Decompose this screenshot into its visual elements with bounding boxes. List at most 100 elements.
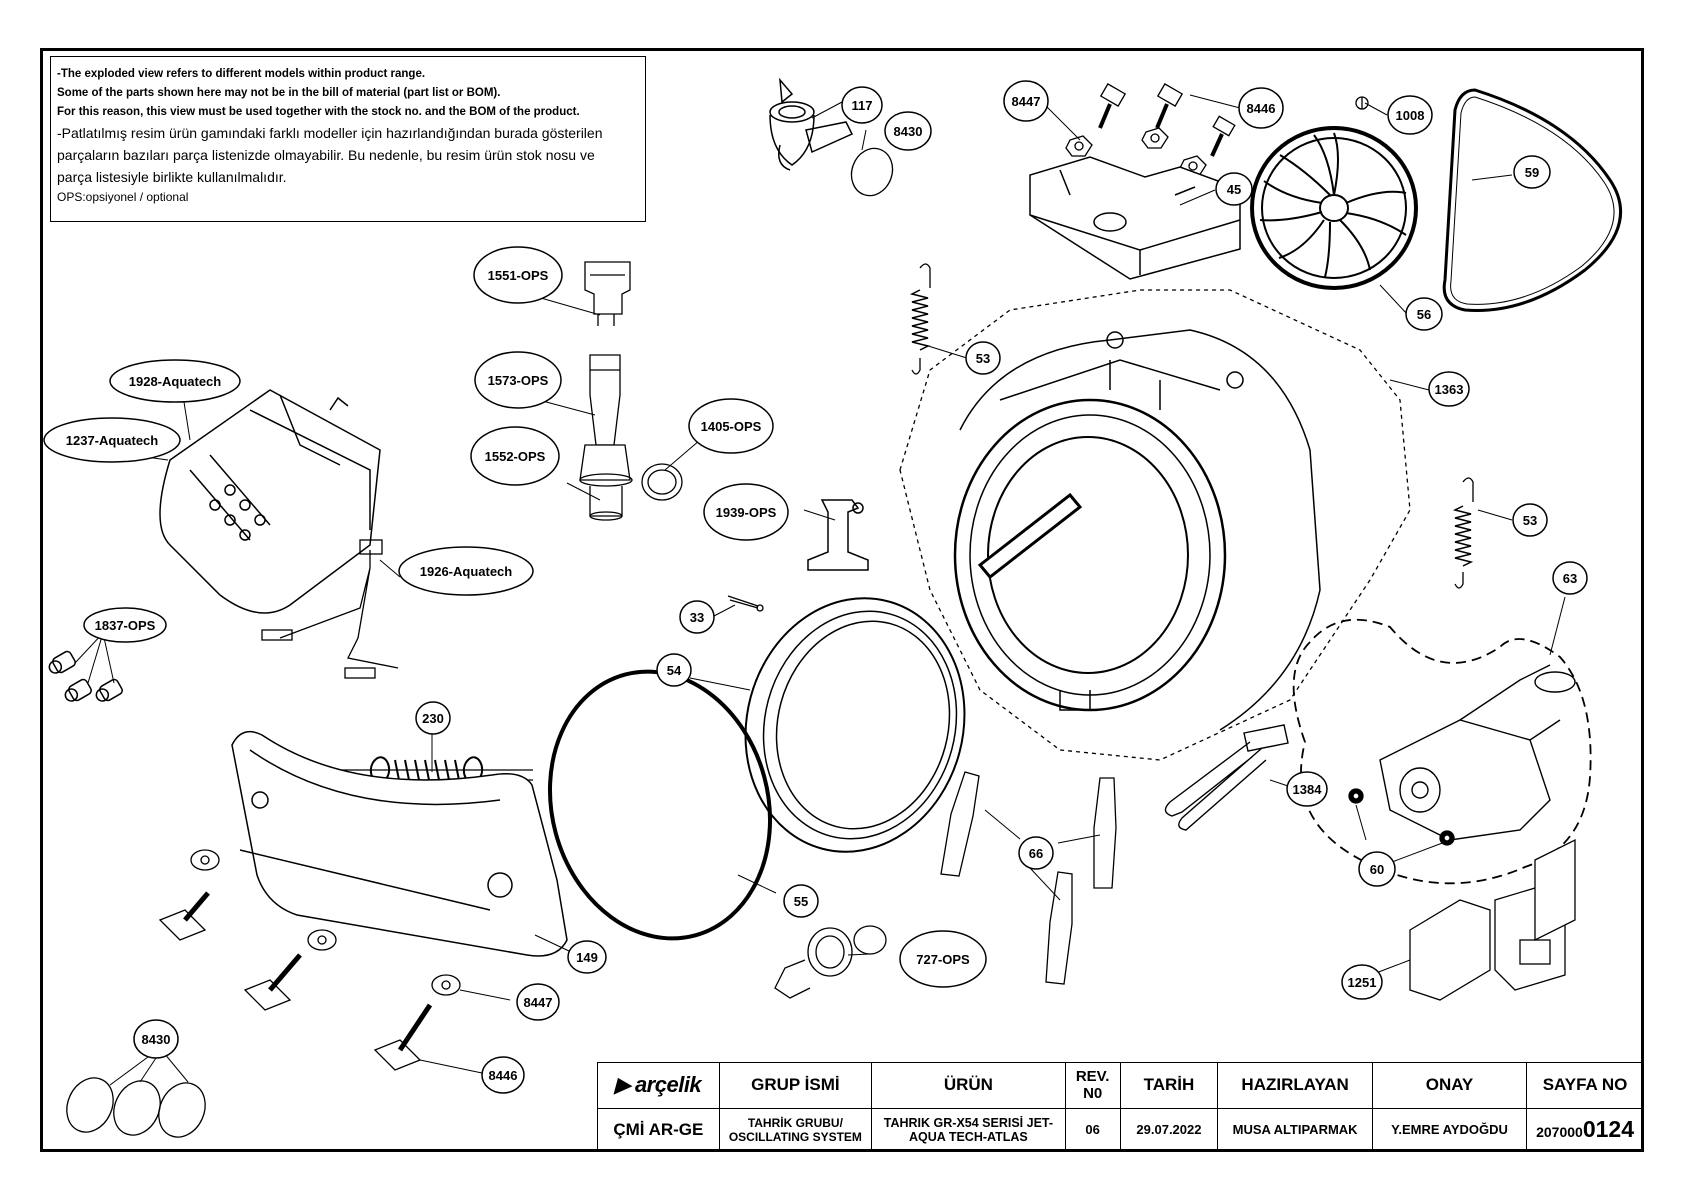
callout-1251: 1251 xyxy=(1341,964,1383,1000)
part-53-spring-a xyxy=(909,263,931,375)
callout-1363: 1363 xyxy=(1428,371,1470,407)
part-1928-aquatech-module xyxy=(159,389,381,614)
svg-text:1552-OPS: 1552-OPS xyxy=(485,449,546,464)
rev-label: REV. N0 xyxy=(1064,1062,1121,1109)
notice-line-3: For this reason, this view must be used … xyxy=(57,106,580,118)
svg-text:230: 230 xyxy=(422,711,444,726)
part-8447-nuts-bottom xyxy=(190,849,461,996)
part-1837-caps xyxy=(48,650,123,702)
urun-label: ÜRÜN xyxy=(871,1062,1066,1109)
svg-text:53: 53 xyxy=(976,351,990,366)
title-block: ▶arçelik GRUP İSMİ ÜRÜN REV. N0 TARİH HA… xyxy=(597,1062,1644,1152)
part-1551-sensor xyxy=(584,261,631,326)
svg-text:1237-Aquatech: 1237-Aquatech xyxy=(66,433,159,448)
svg-text:66: 66 xyxy=(1029,846,1043,861)
part-1926-aquatech-hose xyxy=(261,539,399,679)
callout-8430-top: 8430 xyxy=(884,111,932,151)
part-8446-bolts-top xyxy=(1098,83,1236,157)
svg-text:8446: 8446 xyxy=(1247,101,1276,116)
callout-1939-ops: 1939-OPS xyxy=(703,483,789,541)
callout-63: 63 xyxy=(1552,561,1588,595)
notice-line-1: -The exploded view refers to different m… xyxy=(57,68,426,80)
callout-55: 55 xyxy=(783,884,819,918)
company-logo: ▶arçelik xyxy=(597,1062,720,1109)
hazirlayan-label: HAZIRLAYAN xyxy=(1217,1062,1373,1109)
callout-230: 230 xyxy=(415,701,451,735)
part-1939-bracket xyxy=(807,499,869,571)
part-66-dampers xyxy=(940,771,1117,985)
notice-line-6: parça listesiyle birlikte kullanılmalıdı… xyxy=(57,169,287,185)
callout-54: 54 xyxy=(656,653,692,687)
svg-text:1939-OPS: 1939-OPS xyxy=(716,505,777,520)
callout-1405-ops: 1405-OPS xyxy=(688,398,774,454)
part-8430-rings-bottom xyxy=(66,1077,206,1138)
svg-text:53: 53 xyxy=(1523,513,1537,528)
callout-117: 117 xyxy=(841,86,883,124)
part-727-pump xyxy=(774,925,887,999)
sayfa-value: 2070000124 xyxy=(1526,1107,1644,1152)
notice-line-7: OPS:opsiyonel / optional xyxy=(57,190,189,204)
onay-label: ONAY xyxy=(1371,1062,1528,1109)
svg-text:8447: 8447 xyxy=(524,995,553,1010)
urun-value: TAHRIK GR-X54 SERISİ JET-AQUA TECH-ATLAS xyxy=(871,1107,1066,1152)
callout-1552-ops: 1552-OPS xyxy=(470,426,560,486)
svg-text:117: 117 xyxy=(852,98,873,113)
part-60-bolts xyxy=(1348,788,1455,846)
svg-text:1008: 1008 xyxy=(1396,108,1425,123)
callout-1573-ops: 1573-OPS xyxy=(474,351,562,409)
callout-56: 56 xyxy=(1405,297,1443,331)
part-1008-screw xyxy=(1355,96,1369,110)
callout-60: 60 xyxy=(1358,851,1396,887)
part-33-pin xyxy=(727,595,764,612)
part-1384-heater xyxy=(1164,724,1289,831)
part-56-pulley xyxy=(1250,126,1418,290)
callout-8430-bottom: 8430 xyxy=(133,1019,179,1059)
callout-45: 45 xyxy=(1215,172,1253,206)
part-53-spring-b xyxy=(1452,477,1474,589)
part-1573-sensor xyxy=(589,354,621,446)
arcelik-logo-icon: ▶ xyxy=(612,1072,636,1098)
rev-value: 06 xyxy=(1064,1107,1121,1152)
sayfa-suffix: 0124 xyxy=(1582,1116,1634,1143)
part-1251-electronics xyxy=(1409,838,1576,1001)
svg-text:1837-OPS: 1837-OPS xyxy=(95,618,156,633)
grup-value: TAHRİK GRUBU/ OSCILLATING SYSTEM xyxy=(718,1107,873,1152)
svg-text:727-OPS: 727-OPS xyxy=(916,952,970,967)
svg-text:1405-OPS: 1405-OPS xyxy=(701,419,762,434)
part-1552-sensor xyxy=(579,444,633,521)
part-149-counterweight xyxy=(231,730,568,957)
part-8446-bolts-bottom xyxy=(158,891,433,1071)
callout-1551-ops: 1551-OPS xyxy=(473,246,563,304)
grup-label: GRUP İSMİ xyxy=(718,1062,873,1109)
callout-8446-top: 8446 xyxy=(1238,87,1284,129)
callout-1237-aquatech: 1237-Aquatech xyxy=(43,417,181,463)
notice-line-5: parçaların bazıları parça listenizde olm… xyxy=(57,147,595,163)
part-63-motor xyxy=(1379,664,1576,841)
part-8430-ring xyxy=(850,147,894,197)
sayfa-prefix: 207000 xyxy=(1536,1124,1583,1141)
notice-line-4: -Patlatılmış resim ürün gamındaki farklı… xyxy=(57,125,603,141)
notice-line-2: Some of the parts shown here may not be … xyxy=(57,87,501,99)
svg-text:45: 45 xyxy=(1227,182,1241,197)
department-value: ÇMİ AR-GE xyxy=(597,1107,720,1152)
callout-1008: 1008 xyxy=(1387,95,1433,135)
svg-text:1926-Aquatech: 1926-Aquatech xyxy=(420,564,513,579)
svg-text:1928-Aquatech: 1928-Aquatech xyxy=(129,374,222,389)
callout-59: 59 xyxy=(1513,155,1551,189)
part-45-housing xyxy=(1029,156,1241,280)
part-1363-tub-outline xyxy=(899,289,1411,761)
callout-149: 149 xyxy=(567,940,607,974)
callout-33: 33 xyxy=(679,600,715,634)
svg-text:1251: 1251 xyxy=(1348,975,1377,990)
svg-text:55: 55 xyxy=(794,894,808,909)
part-59-belt xyxy=(1442,88,1623,312)
callout-53-right: 53 xyxy=(1512,503,1548,537)
svg-text:1384: 1384 xyxy=(1293,782,1323,797)
svg-text:54: 54 xyxy=(667,663,682,678)
callout-8446-bottom: 8446 xyxy=(481,1056,525,1094)
hazirlayan-value: MUSA ALTIPARMAK xyxy=(1217,1107,1373,1152)
svg-text:8430: 8430 xyxy=(142,1032,171,1047)
svg-text:63: 63 xyxy=(1563,571,1577,586)
svg-text:1363: 1363 xyxy=(1435,382,1464,397)
